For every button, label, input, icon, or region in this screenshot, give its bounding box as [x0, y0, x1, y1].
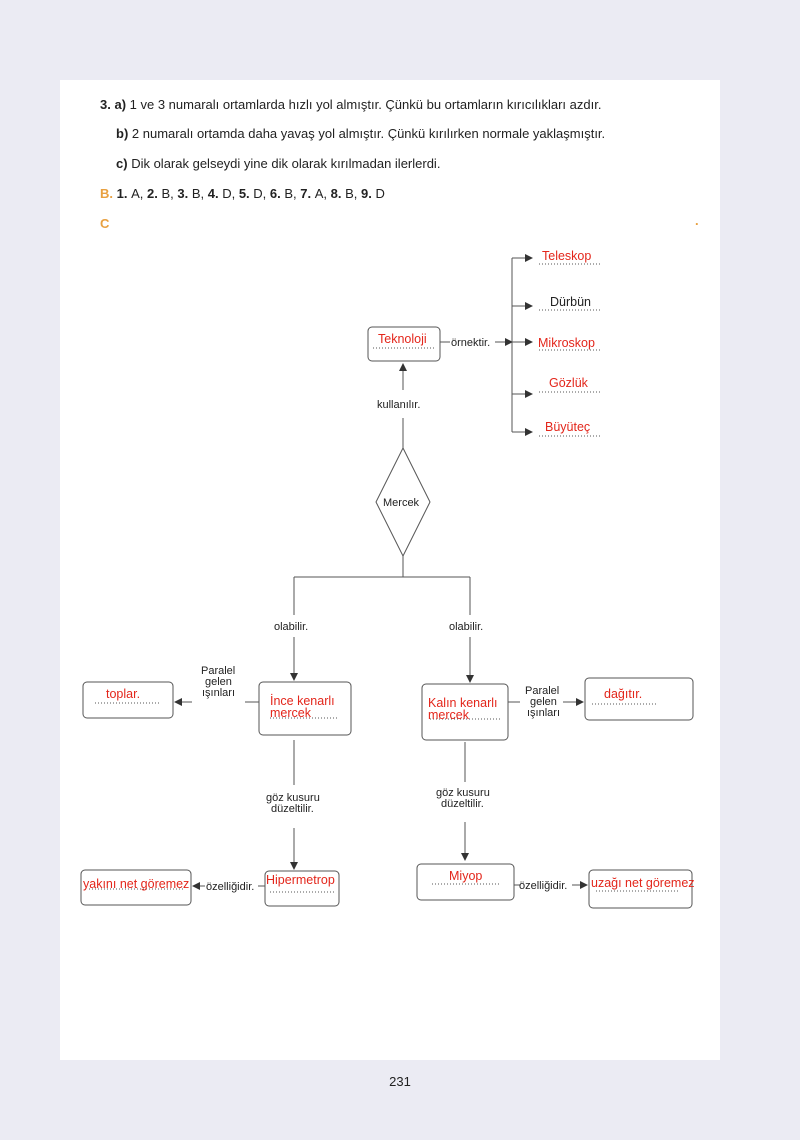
near-property-box [80, 869, 192, 906]
left-rays-label-2: gelen [205, 676, 232, 688]
q3a-line: 3. a) 1 ve 3 numaralı ortamlarda hızlı y… [100, 97, 601, 112]
section-b-answers: 1. A, 2. B, 3. B, 4. D, 5. D, 6. B, 7. A… [117, 186, 385, 201]
used-edge-label: kullanılır. [377, 399, 420, 411]
section-b-label: B. [100, 186, 113, 201]
thick-lens-label-2: mercek [428, 708, 470, 722]
near-property-label: yakını net göremez [83, 877, 189, 891]
section-b-line: B. 1. A, 2. B, 3. B, 4. D, 5. D, 6. B, 7… [100, 186, 385, 201]
section-b-item-number: 7. [296, 186, 315, 201]
far-property-box [588, 869, 693, 909]
example-magnifier: Büyüteç [545, 420, 590, 434]
converge-label: toplar. [106, 687, 140, 701]
right-rays-label-1: Paralel [525, 685, 559, 697]
section-b-item-answer: B, [345, 186, 358, 201]
far-property-label: uzağı net göremez [591, 876, 695, 890]
left-prop-edge-label: özelliğidir. [206, 881, 254, 893]
left-branch-edge-label: olabilir. [274, 621, 308, 633]
converge-box [82, 681, 174, 719]
thin-lens-box [258, 681, 352, 736]
example-microscope: Mikroskop [538, 336, 595, 350]
section-b-item-answer: B, [284, 186, 297, 201]
left-rays-label-1: Paralel [201, 665, 235, 677]
section-b-item-number: 5. [235, 186, 254, 201]
thin-lens-label-1: İnce kenarlı [270, 694, 335, 708]
example-telescope: Teleskop [542, 249, 591, 263]
diverge-label: dağıtır. [604, 687, 642, 701]
right-fix-label-2: düzeltilir. [441, 798, 484, 810]
q3a-label: a) [114, 97, 127, 112]
example-glasses: Gözlük [549, 376, 589, 390]
section-b-item-number: 4. [204, 186, 223, 201]
section-c-dot: . [695, 213, 699, 228]
right-prop-edge-label: özelliğidir. [519, 880, 567, 892]
example-edge-label: örnektir. [451, 337, 490, 349]
example-binoculars: Dürbün [550, 295, 591, 309]
myopia-box [416, 863, 515, 901]
section-b-item-number: 3. [173, 186, 192, 201]
left-fix-label-2: düzeltilir. [271, 803, 314, 815]
left-rays-label-3: ışınları [202, 687, 235, 699]
thick-lens-label-1: Kalın kenarlı [428, 696, 497, 710]
technology-box [367, 326, 441, 362]
right-rays-label-2: gelen [530, 696, 557, 708]
technology-label: Teknoloji [378, 332, 427, 346]
section-b-item-answer: B, [161, 186, 174, 201]
section-b-item-number: 6. [266, 186, 285, 201]
section-c-line: C [100, 216, 109, 231]
q3b-line: b) 2 numaralı ortamda daha yavaş yol alm… [116, 126, 605, 141]
thick-lens-box [421, 683, 509, 741]
section-b-item-answer: D [375, 186, 385, 201]
left-fix-label-1: göz kusuru [266, 792, 320, 804]
thin-lens-label-2: mercek [270, 706, 312, 720]
q3-number: 3. [100, 97, 111, 112]
section-b-item-number: 1. [116, 186, 132, 201]
section-b-item-number: 9. [357, 186, 376, 201]
section-b-item-answer: D, [222, 186, 236, 201]
section-b-item-answer: A, [314, 186, 328, 201]
right-branch-edge-label: olabilir. [449, 621, 483, 633]
hyperopia-label: Hipermetrop [266, 873, 335, 887]
lens-center-label: Mercek [383, 497, 420, 509]
section-b-item-number: 2. [143, 186, 162, 201]
right-fix-label-1: göz kusuru [436, 787, 490, 799]
hyperopia-box [264, 870, 340, 907]
right-rays-label-3: ışınları [527, 707, 560, 719]
diverge-box [584, 677, 694, 721]
q3b-text: 2 numaralı ortamda daha yavaş yol almışt… [131, 126, 606, 141]
q3b-label: b) [116, 126, 129, 141]
myopia-label: Miyop [449, 869, 482, 883]
page-number: 231 [389, 1074, 411, 1089]
section-c-label: C [100, 216, 110, 231]
answer-page [60, 80, 720, 1060]
q3c-label: c) [116, 156, 128, 171]
section-b-item-answer: D, [253, 186, 267, 201]
q3c-text: Dik olarak gelseydi yine dik olarak kırı… [131, 156, 441, 171]
section-b-item-answer: A, [131, 186, 144, 201]
q3c-line: c) Dik olarak gelseydi yine dik olarak k… [116, 156, 440, 171]
q3a-text: 1 ve 3 numaralı ortamlarda hızlı yol alm… [129, 97, 602, 112]
section-b-item-answer: B, [191, 186, 205, 201]
section-b-item-number: 8. [327, 186, 346, 201]
